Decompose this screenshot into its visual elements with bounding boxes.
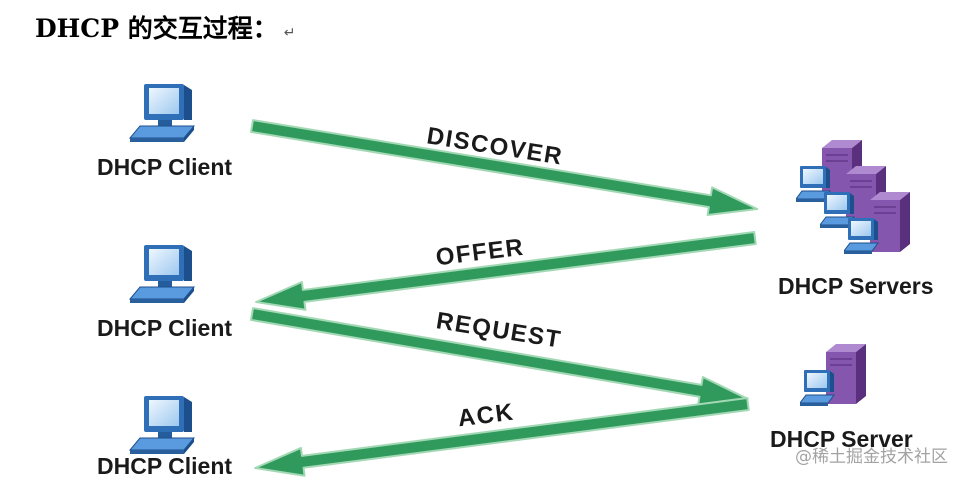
ack-label: ACK xyxy=(456,399,515,433)
computer-icon xyxy=(129,244,195,304)
discover-arrow-shape xyxy=(250,119,759,217)
offer-arrow xyxy=(255,231,757,311)
watermark: @稀土掘金技术社区 xyxy=(795,447,948,467)
ack-arrow-shape xyxy=(254,397,750,477)
paragraph-mark: ↵ xyxy=(284,25,296,41)
offer-arrow-shape xyxy=(255,231,757,311)
server-cluster-icon xyxy=(796,140,911,254)
server-cluster-label: DHCP Servers xyxy=(778,273,934,299)
title-text: DHCP 的交互过程： xyxy=(35,14,278,43)
server-label: DHCP Server xyxy=(770,426,913,452)
diagram-title: DHCP 的交互过程： ↵ xyxy=(35,14,295,43)
ack-arrow xyxy=(254,397,750,477)
client-label-2: DHCP Client xyxy=(97,315,232,341)
discover-arrow xyxy=(250,119,759,217)
server-icon xyxy=(800,344,867,406)
computer-icon xyxy=(129,395,195,455)
client-label-1: DHCP Client xyxy=(97,154,232,180)
computer-icon xyxy=(129,83,195,143)
client-label-3: DHCP Client xyxy=(97,453,232,479)
